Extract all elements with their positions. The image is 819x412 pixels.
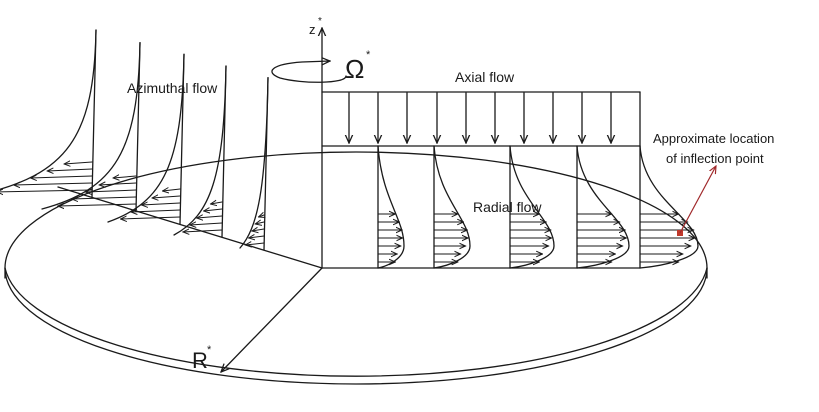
azimuthal-profile-curve <box>0 29 97 190</box>
azimuthal-ray <box>57 186 323 269</box>
radial-profile-curve <box>576 145 630 269</box>
azimuthal-velocity-arrow <box>14 183 93 185</box>
disk-top-surface <box>4 151 708 385</box>
azimuthal-velocity-arrow <box>142 203 181 205</box>
radial-flow-group: Radial flow <box>321 145 699 269</box>
radial-profile-curve <box>509 145 555 269</box>
azimuthal-flow-group: Azimuthal flow <box>0 29 323 269</box>
axis-z-label: z <box>309 22 316 37</box>
rotation-arrow <box>271 61 347 83</box>
azimuthal-profile-curve <box>41 41 141 210</box>
azimuthal-velocity-arrow <box>58 204 137 206</box>
azimuthal-profile-curve <box>173 65 227 236</box>
radius-star: * <box>207 344 212 356</box>
azimuthal-velocity-arrow <box>183 230 223 232</box>
radial-profile-curve <box>639 145 699 269</box>
radial-flow-label: Radial flow <box>473 199 542 215</box>
disk-bottom-edge <box>4 267 708 377</box>
azimuthal-velocity-arrow <box>255 222 265 224</box>
axial-flow-label: Axial flow <box>455 69 515 85</box>
inflection-leader-arrow <box>679 166 716 234</box>
azimuthal-flow-label: Azimuthal flow <box>127 80 218 96</box>
radius-label: R <box>192 348 208 373</box>
inflection-label-line2: of inflection point <box>666 151 764 166</box>
azimuthal-velocity-arrow <box>259 215 265 217</box>
azimuthal-velocity-arrow <box>64 162 93 164</box>
azimuthal-profile-curve <box>107 53 185 223</box>
azimuthal-velocity-arrow <box>249 236 265 238</box>
azimuthal-velocity-arrow <box>30 176 93 178</box>
disk <box>4 151 708 385</box>
azimuthal-velocity-arrow <box>85 190 137 192</box>
azimuthal-velocity-arrow <box>72 197 137 199</box>
azimuthal-velocity-arrow <box>0 190 93 192</box>
azimuthal-profile-curve <box>239 77 269 249</box>
azimuthal-velocity-arrow <box>190 223 223 225</box>
axial-flow-group: Axial flow <box>321 69 641 147</box>
azimuthal-velocity-arrow <box>152 196 181 198</box>
radius-group: R * <box>192 267 323 373</box>
azimuthal-velocity-arrow <box>245 243 265 245</box>
azimuthal-velocity-arrow <box>131 210 181 212</box>
azimuthal-velocity-arrow <box>204 209 223 211</box>
inflection-label-line1: Approximate location <box>653 131 774 146</box>
omega-label: Ω <box>345 54 364 84</box>
radius-arrow <box>221 267 323 372</box>
omega-star: * <box>366 49 371 61</box>
radial-flow-profiles <box>377 145 699 269</box>
azimuthal-velocity-arrow <box>121 217 181 219</box>
rotation-axis-group: z * Ω * <box>271 16 371 269</box>
azimuthal-velocity-arrow <box>211 202 223 204</box>
azimuthal-velocity-arrow <box>252 229 265 231</box>
azimuthal-velocity-arrow <box>197 216 223 218</box>
azimuthal-velocity-arrow <box>113 176 137 178</box>
radial-profile-curve <box>377 145 405 269</box>
axis-z-star: * <box>318 16 322 27</box>
azimuthal-velocity-arrow <box>163 189 181 191</box>
radial-profile-curve <box>433 145 471 269</box>
inflection-point-group: Approximate location of inflection point <box>653 131 774 236</box>
axial-flow-arrows <box>349 92 611 143</box>
azimuthal-flow-profiles <box>0 29 269 251</box>
azimuthal-velocity-arrow <box>99 183 137 185</box>
azimuthal-velocity-arrow <box>47 169 93 171</box>
